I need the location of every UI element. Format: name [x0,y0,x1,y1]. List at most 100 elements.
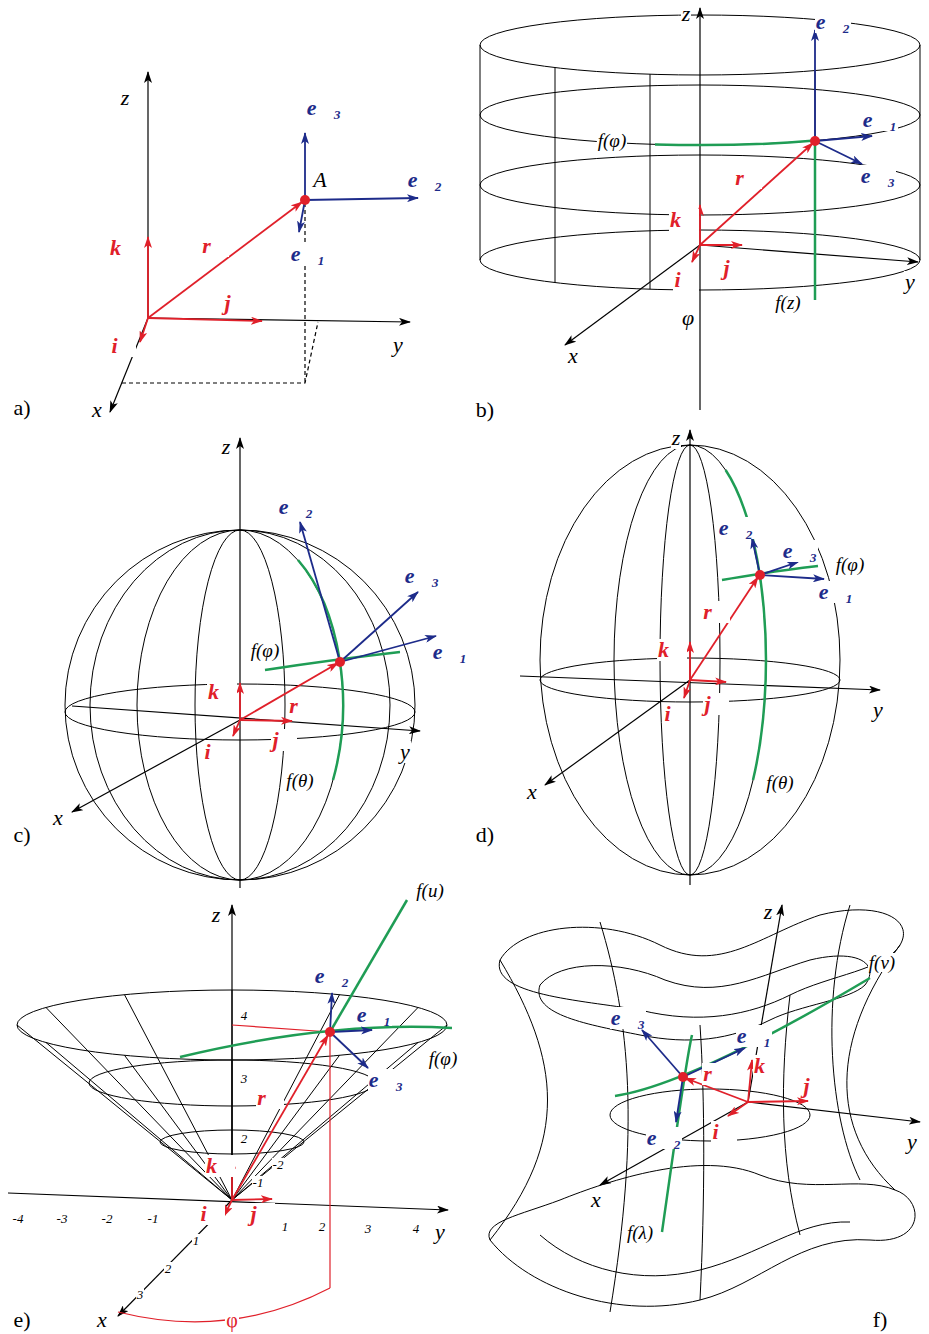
local-basis-label: e⃗₃ [782,540,819,562]
tick-number: 3 [240,1072,249,1085]
tick-number: -1 [147,1212,160,1225]
local-basis-label: e⃗₁ [818,581,855,603]
local-basis-label: e⃗₁ [290,243,327,265]
basis-vector-label: k⃗ [657,639,687,661]
axis-label: y [872,699,884,721]
local-basis-label: e⃗₁ [736,1025,773,1047]
coordinate-line-label: f(z) [774,293,801,312]
axis-label: z [763,901,774,923]
coordinate-line-label: f(λ) [626,1223,654,1242]
panel-letter: f) [872,1309,889,1331]
tick-number: -2 [272,1158,285,1171]
axis-label: x [526,781,538,803]
basis-vector-label: i⃗ [673,269,698,291]
basis-vector-label: r⃗ [702,601,730,623]
coordinate-line-label: f(φ) [428,1049,458,1068]
local-basis-label: e⃗₃ [368,1069,405,1091]
local-basis-label: e⃗₁ [862,109,899,131]
tick-number: 2 [164,1262,173,1275]
local-basis-label: e⃗₃ [404,565,441,587]
basis-vector-label: r⃗ [288,695,316,717]
local-basis-label: e⃗₂ [314,965,351,987]
basis-vector-label: k⃗ [669,209,699,231]
basis-vector-label: k⃗ [109,237,139,259]
basis-vector-label: j⃗ [802,1075,827,1097]
coordinate-line-label: f(φ) [597,131,627,150]
panel-letter: c) [12,824,31,846]
basis-vector-label: j⃗ [703,693,728,715]
tick-number: 3 [364,1222,373,1235]
tick-number: -3 [56,1212,69,1225]
angle-label: φ [225,1310,239,1330]
tick-number: -4 [12,1212,25,1225]
basis-vector-label: k⃗ [753,1055,783,1077]
axis-label: x [91,399,103,421]
basis-vector-label: r⃗ [702,1063,730,1085]
axis-label: y [399,741,411,763]
axis-label: z [120,87,131,109]
tick-number: 3 [136,1288,145,1301]
tick-number: 2 [318,1220,327,1233]
basis-vector-label: i⃗ [663,703,688,725]
axis-label: x [567,345,579,367]
cartesian-panel [110,72,418,412]
panel-letter: d) [475,824,495,846]
basis-vector-label: i⃗ [203,741,228,763]
tick-number: 1 [192,1234,201,1247]
local-basis-label: e⃗₂ [278,496,315,518]
axis-label: z [681,3,692,25]
spherical-panel [65,438,436,888]
axis-label: A [312,169,327,191]
local-basis-label: e⃗₃ [610,1007,647,1029]
basis-vector-label: j⃗ [223,292,248,314]
coordinate-line-label: f(φ) [835,555,865,574]
tick-number: 4 [240,1009,249,1022]
coordinate-line-label: f(θ) [765,773,794,792]
local-basis-label: e⃗₂ [407,169,444,191]
basis-vector-label: r⃗ [201,235,229,257]
axis-label: x [590,1189,602,1211]
basis-vector-label: j⃗ [722,257,747,279]
axis-label: y [906,1131,918,1153]
coordinate-line-label: f(u) [415,881,444,900]
local-basis-label: e⃗₃ [306,97,343,119]
hyperbolic-panel [489,905,920,1312]
local-basis-label: e⃗₃ [860,165,897,187]
local-basis-label: e⃗₁ [356,1004,393,1026]
local-basis-label: e⃗₂ [718,517,755,539]
axis-label: z [211,904,222,926]
basis-vector-label: r⃗ [734,167,762,189]
tick-number: 1 [281,1220,290,1233]
axis-label: y [392,334,404,356]
tick-number: -1 [252,1176,265,1189]
coordinate-line-label: f(φ) [250,641,280,660]
basis-vector-label: r⃗ [256,1087,284,1109]
axis-label: φ [681,307,695,329]
basis-vector-label: k⃗ [207,681,237,703]
axis-label: z [221,436,232,458]
basis-vector-label: i⃗ [711,1121,736,1143]
local-basis-label: e⃗₂ [815,11,852,33]
coordinate-line-label: f(ν) [868,953,896,972]
local-basis-label: e⃗₁ [432,641,469,663]
conical-panel [8,900,452,1322]
panel-letter: a) [12,397,31,419]
basis-vector-label: i⃗ [110,335,135,357]
panel-letter: b) [475,399,495,421]
tick-number: -2 [101,1212,114,1225]
basis-vector-label: j⃗ [271,729,296,751]
panel-letter: e) [12,1309,31,1331]
axis-label: x [52,807,64,829]
cylindrical-panel [480,8,920,410]
ellipsoidal-panel [520,430,880,885]
axis-label: y [904,271,916,293]
tick-number: 2 [240,1132,249,1145]
basis-vector-label: k⃗ [205,1155,235,1177]
axis-label: x [96,1309,108,1331]
axis-label: y [434,1221,446,1243]
basis-vector-label: j⃗ [249,1203,274,1225]
basis-vector-label: i⃗ [199,1203,224,1225]
local-basis-label: e⃗₂ [646,1127,683,1149]
